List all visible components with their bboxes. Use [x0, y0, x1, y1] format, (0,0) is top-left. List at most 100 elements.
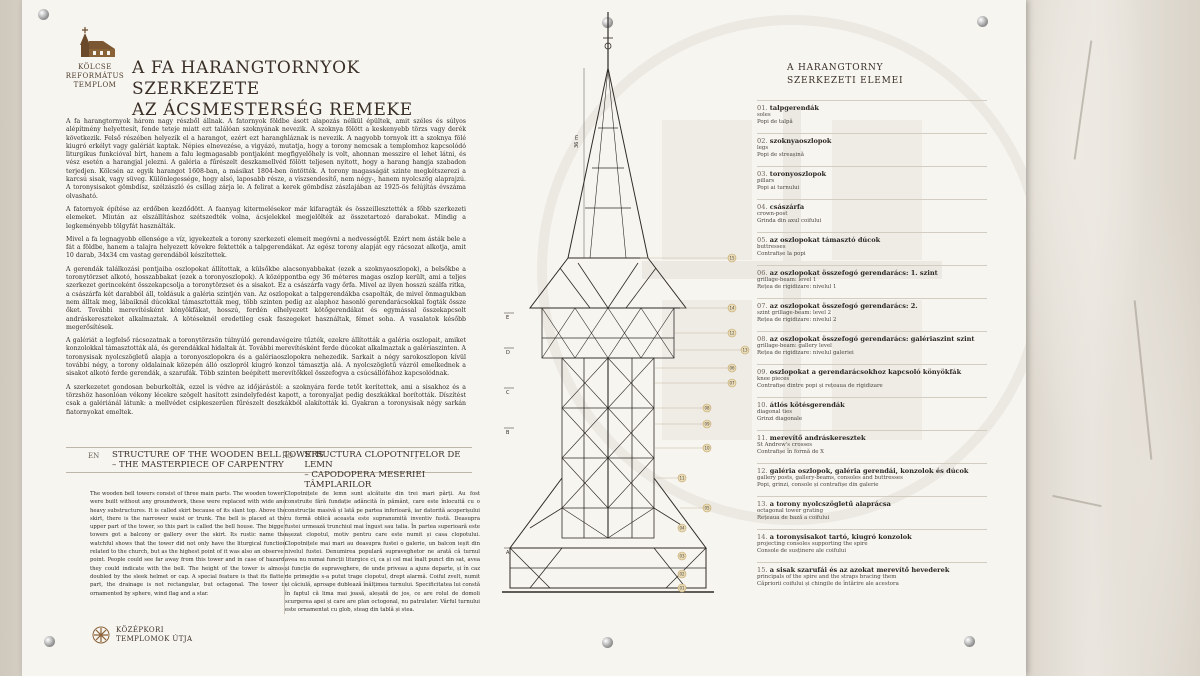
list-item: 15. a sisak szarufái és az azokat mereví…: [757, 562, 987, 595]
romanian-text: Clopotnițele de lemn sunt alcătuite din …: [284, 490, 480, 615]
item-en: szint grillage-beam: level 2: [757, 310, 832, 316]
list-item: 09. oszlopokat a gerendarácsokhoz kapcso…: [757, 364, 987, 397]
item-ro: Popi de talpă: [757, 119, 793, 125]
marker-label: 02: [679, 572, 685, 577]
list-item: 10. átlós kötésgerendák diagonal ties Gr…: [757, 397, 987, 430]
item-name: szoknyaoszlopok: [769, 137, 832, 145]
item-name: oszlopokat a gerendarácsokhoz kapcsoló k…: [769, 368, 962, 376]
item-name: az oszlopokat összefogó gerendarács: 1. …: [769, 269, 938, 277]
item-name: császárfa: [769, 203, 805, 211]
item-ro: Popi de streașină: [757, 152, 804, 158]
item-ro: Contrafișe la popi: [757, 251, 806, 257]
church-icon: [80, 27, 115, 57]
legend-title-line: SZERKEZETI ELEMEI: [787, 76, 904, 86]
list-item: 11. merevítő andráskeresztek St Andrew's…: [757, 430, 987, 463]
item-ro: Popi, grinzi, console și contrafișe din …: [757, 482, 879, 488]
item-number: 05.: [757, 236, 768, 244]
marker-label: 14: [729, 306, 735, 311]
item-name: talpgerendák: [769, 104, 819, 112]
en-title-line: STRUCTURE OF THE WOODEN BELL TOWERS: [112, 450, 324, 460]
item-number: 11.: [757, 434, 768, 442]
item-number: 02.: [757, 137, 768, 145]
marker-label: 10: [704, 446, 710, 451]
translation-band: EN STRUCTURE OF THE WOODEN BELL TOWERS –…: [66, 447, 472, 490]
list-item: 01. talpgerendák soles Popi de talpă: [757, 100, 987, 133]
item-en: diagonal ties: [757, 409, 793, 415]
item-en: soles: [757, 112, 771, 118]
footer-logo: KÖZÉPKORI TEMPLOMOK ÚTJA: [92, 626, 192, 644]
church-logo-line: KÖLCSE: [78, 63, 112, 71]
screw: [977, 16, 988, 27]
item-name: az oszlopokat támasztó dúcok: [769, 236, 881, 244]
item-number: 13.: [757, 500, 768, 508]
item-name: az oszlopokat összefogó gerendarács: gal…: [769, 335, 975, 343]
church-logo-line: REFORMÁTUS: [65, 72, 125, 80]
lang-code-ro: RO: [282, 452, 294, 460]
item-name: átlós kötésgerendák: [769, 401, 845, 409]
page-title: A FA HARANGTORNYOK SZERKEZETE AZ ÁCSMEST…: [132, 58, 462, 121]
legend-title: A HARANGTORNY SZERKEZETI ELEMEI: [787, 62, 987, 88]
screw: [964, 636, 975, 647]
item-ro: Contrafișe dintre popi și rețeaua de rig…: [757, 383, 883, 389]
marker-label: 13: [742, 348, 748, 353]
item-ro: Popi ai turnului: [757, 185, 800, 191]
item-ro: Căpriorii coifului și chingile de întări…: [757, 581, 899, 587]
item-ro: Rețea de rigidizare: nivelul galeriei: [757, 350, 854, 356]
level-letter: B: [506, 430, 510, 436]
item-name: toronyoszlopok: [769, 170, 827, 178]
list-item: 04. császárfa crown-post Grinda din axul…: [757, 199, 987, 232]
item-en: legs: [757, 145, 769, 151]
list-item: 13. a torony nyolcszögletű alaprácsa oct…: [757, 496, 987, 529]
paragraph: A gerendák találkozási pontjaiba oszlopo…: [66, 265, 466, 331]
english-text: The wooden bell towers consist of three …: [90, 491, 286, 597]
marker-label: 12: [729, 331, 735, 336]
bell-tower-drawing: 36 m E D C B A 15 14 12 13 06 07 08: [502, 12, 750, 593]
item-number: 10.: [757, 401, 768, 409]
item-en: St Andrew's crosses: [757, 442, 813, 448]
marker-label: 03: [679, 554, 685, 559]
item-en: buttresses: [757, 244, 786, 250]
list-item: 05. az oszlopokat támasztó dúcok buttres…: [757, 232, 987, 265]
lang-code-en: EN: [88, 452, 100, 460]
marker-label: 08: [704, 406, 710, 411]
dimension-label: 36 m: [574, 135, 580, 148]
list-item: 14. a toronysisakot tartó, kiugró konzol…: [757, 529, 987, 562]
list-item: 07. az oszlopokat összefogó gerendarács:…: [757, 298, 987, 331]
level-letter: A: [506, 550, 510, 556]
item-number: 03.: [757, 170, 768, 178]
paragraph: A fatornyok építése az erdőben kezdődött…: [66, 205, 466, 230]
marker-label: 07: [729, 381, 735, 386]
item-ro: Rețea de rigidizare: nivelul 2: [757, 317, 837, 323]
item-number: 04.: [757, 203, 768, 211]
item-number: 06.: [757, 269, 768, 277]
legend-title-line: A HARANGTORNY: [787, 63, 884, 73]
marker-label: 09: [704, 422, 710, 427]
item-number: 14.: [757, 533, 768, 541]
paragraph: A galériát a legfelső rácsozatnak a toro…: [66, 337, 466, 378]
item-en: knee pieces: [757, 376, 790, 382]
screw: [44, 636, 55, 647]
item-number: 09.: [757, 368, 768, 376]
item-name: a toronysisakot tartó, kiugró konzolok: [769, 533, 912, 541]
item-name: galéria oszlopok, galéria gerendái, konz…: [769, 467, 969, 475]
item-name: merevítő andráskeresztek: [769, 434, 866, 442]
item-ro: Grinzi diagonale: [757, 416, 803, 422]
item-en: octagonal tower grating: [757, 508, 824, 514]
list-item: 12. galéria oszlopok, galéria gerendái, …: [757, 463, 987, 496]
item-number: 07.: [757, 302, 768, 310]
item-en: gallery posts, gallery-beams, consoles a…: [757, 475, 903, 481]
ro-heading: RO STRUCTURA CLOPOTNIȚELOR DE LEMN – CAP…: [282, 450, 472, 490]
list-item: 08. az oszlopokat összefogó gerendarács:…: [757, 331, 987, 364]
item-en: projecting consoles supporting the spire: [757, 541, 868, 547]
item-number: 01.: [757, 104, 768, 112]
item-en: grillage-beam: gallery level: [757, 343, 832, 349]
screw: [38, 9, 49, 20]
level-letter: C: [506, 390, 510, 396]
item-en: pillars: [757, 178, 775, 184]
en-title-line: – THE MASTERPIECE OF CARPENTRY: [112, 460, 284, 470]
list-item: 02. szoknyaoszlopok legs Popi de streași…: [757, 133, 987, 166]
structural-elements-list: 01. talpgerendák soles Popi de talpă 02.…: [757, 100, 987, 595]
item-number: 08.: [757, 335, 768, 343]
marker-label: 11: [679, 476, 685, 481]
item-number: 12.: [757, 467, 768, 475]
